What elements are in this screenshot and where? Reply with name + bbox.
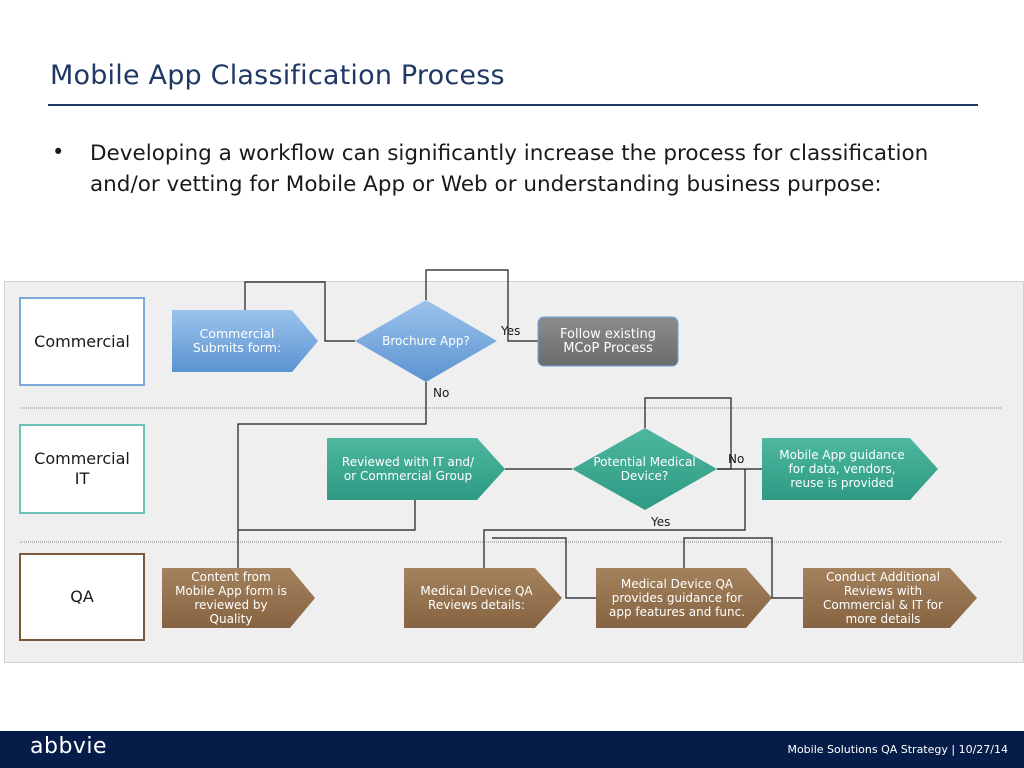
node-md-qa-reviews bbox=[404, 568, 562, 628]
lane-box-qa bbox=[19, 553, 145, 641]
lane-label-commercial: Commercial bbox=[34, 331, 130, 351]
node-reviewed-it bbox=[327, 438, 505, 500]
connector-brochure-yes bbox=[425, 269, 538, 342]
node-potential-medical bbox=[572, 428, 717, 510]
edge-label-brochure-no: No bbox=[433, 386, 450, 400]
connector-medical-yes bbox=[483, 469, 746, 568]
abbvie-logo: abbvie bbox=[30, 734, 108, 759]
lane-box-commercial-it bbox=[19, 424, 145, 514]
node-commercial-submits bbox=[172, 310, 318, 372]
node-follow-existing bbox=[537, 316, 679, 367]
lane-label-qa: QA bbox=[70, 587, 94, 606]
bullet-text: Developing a workflow can significantly … bbox=[90, 141, 929, 197]
node-md-qa-guidance bbox=[596, 568, 772, 628]
lane-box-commercial bbox=[19, 297, 145, 386]
connector-brochure-no bbox=[237, 382, 427, 568]
slide-title: Mobile App Classification Process bbox=[50, 60, 505, 91]
connector-reviewed-down bbox=[238, 500, 416, 531]
footer-text: Mobile Solutions QA Strategy | 10/27/14 bbox=[787, 743, 1008, 756]
edge-label-medical-no: No bbox=[728, 452, 745, 466]
connector-guidance-to-conduct bbox=[683, 537, 803, 599]
node-brochure-app bbox=[355, 300, 497, 382]
node-conduct-additional bbox=[803, 568, 977, 628]
edge-label-brochure-yes: Yes bbox=[501, 324, 521, 338]
node-mobile-app-guidance bbox=[762, 438, 938, 500]
lane-label-commercial-it: Commercial IT bbox=[34, 449, 130, 488]
title-rule bbox=[48, 104, 978, 106]
footer-bar bbox=[0, 731, 1024, 768]
edge-label-medical-yes: Yes bbox=[651, 515, 671, 529]
node-content-reviewed bbox=[162, 568, 315, 628]
bullet-marker: • bbox=[52, 140, 65, 164]
connector-submit-to-brochure bbox=[244, 281, 355, 342]
connector-qa-reviews-to-guidance bbox=[492, 537, 596, 599]
